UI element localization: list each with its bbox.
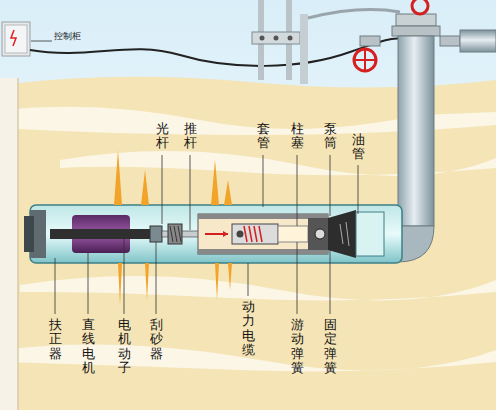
part-label: 油管 (352, 133, 365, 162)
part-label: 刮砂器 (150, 318, 163, 361)
part-label: 游动弹簧 (291, 318, 304, 375)
part-label: 电机动子 (118, 318, 131, 375)
part-label: 扶正器 (49, 318, 62, 361)
part-label: 直线电机 (82, 318, 95, 375)
part-label: 柱塞 (291, 122, 304, 151)
part-label: 动力电缆 (242, 300, 255, 357)
part-label: 泵筒 (324, 122, 337, 151)
part-label: 光杆 (156, 122, 169, 151)
part-label: 套管 (257, 122, 270, 151)
part-label: 推杆 (184, 122, 197, 151)
part-label: 控制柜 (54, 30, 81, 43)
part-label: 固定弹簧 (324, 318, 337, 375)
